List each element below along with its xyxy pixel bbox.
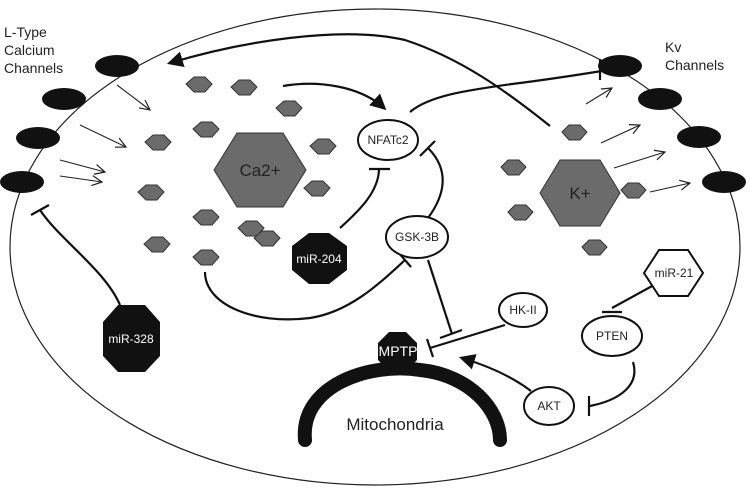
ca-to-gsk3b-inhibition [203,259,406,321]
potassium-outflow-arrows [585,88,690,193]
calcium-channel-3 [16,127,60,149]
calcium-channel-1 [95,55,139,77]
pten-node [581,315,643,357]
mir328-label: miR-328 [108,332,154,346]
kv-channel-2 [638,88,682,110]
hkii-node [498,292,548,328]
akt-node [523,386,575,426]
gsk3b-label: GSK-3B [395,230,439,244]
akt-to-mptp-arrow [458,354,532,392]
ca-ion [253,230,281,247]
calcium-channel-2 [42,88,86,110]
potassium-hexagon [539,159,621,227]
ca-ion [275,100,303,117]
ca-ion [309,138,337,155]
mir328-to-ltype-inhibition [39,209,122,306]
pten-label: PTEN [596,329,628,343]
pathway-lines [30,33,655,416]
mir328-node [103,305,160,372]
calcium-channel-4 [0,171,44,193]
mir21-node [642,249,705,297]
ca-ion [137,184,165,201]
mir204-label: miR-204 [296,252,342,266]
kv-label-line2: Channels [665,57,724,73]
k-ion [581,239,608,256]
k-ion [507,204,534,221]
gsk3b-to-nfatc2-inhibition [427,147,444,219]
k-ion [620,182,647,199]
nfatc2-label: NFATc2 [367,133,408,147]
nfatc2-node [357,119,419,161]
l-type-calcium-channels [0,55,139,193]
kv-channel-4 [702,171,746,193]
calcium-hexagon [213,132,307,208]
ca-ion [192,121,220,138]
calcium-label: Ca2+ [239,161,280,180]
mptp-octagon [378,332,417,371]
hkii-label: HK-II [509,303,536,317]
kv-channel-3 [677,126,721,148]
mir21-label: miR-21 [655,266,694,280]
k-ion [500,159,527,176]
ca-to-nfatc2-arrow [282,82,387,111]
pten-to-akt-inhibition [589,361,636,408]
k-to-ltype-arrow [166,33,551,127]
ca-ion [185,76,213,93]
ca-ion [237,220,265,237]
l-type-label-line3: Channels [4,60,63,76]
mir204-node [292,233,347,284]
ca-ion [144,134,172,151]
potassium-ions [500,124,647,256]
gsk3b-node [385,215,449,259]
ca-ion [192,209,220,226]
l-type-label-line1: L-Type [4,24,47,40]
cell-membrane [9,8,741,486]
mir204-to-nfatc2-inhibition [339,169,381,229]
ca-ion [303,180,331,197]
nfatc2-to-kv-inhibition [409,68,609,113]
calcium-inflow-arrows [59,84,150,182]
ca-ion [192,249,220,266]
ca-ion [230,79,258,96]
l-type-label-line2: Calcium [4,42,55,58]
mptp-label: MPTP [379,343,418,359]
k-ion [561,124,588,141]
akt-label: AKT [537,399,561,413]
ca-ion [143,236,171,253]
kv-channel-1 [598,55,642,77]
hkii-to-mptp-inhibition [429,323,506,350]
calcium-ions [137,76,337,266]
mitochondria [297,361,507,447]
mir21-to-pten-inhibition [611,284,655,309]
gsk3b-to-mptp-inhibition [426,259,454,335]
potassium-label: K+ [569,184,590,203]
kv-label-line1: Kv [665,39,681,55]
mitochondria-label: Mitochondria [346,415,444,434]
kv-channels [598,55,746,193]
